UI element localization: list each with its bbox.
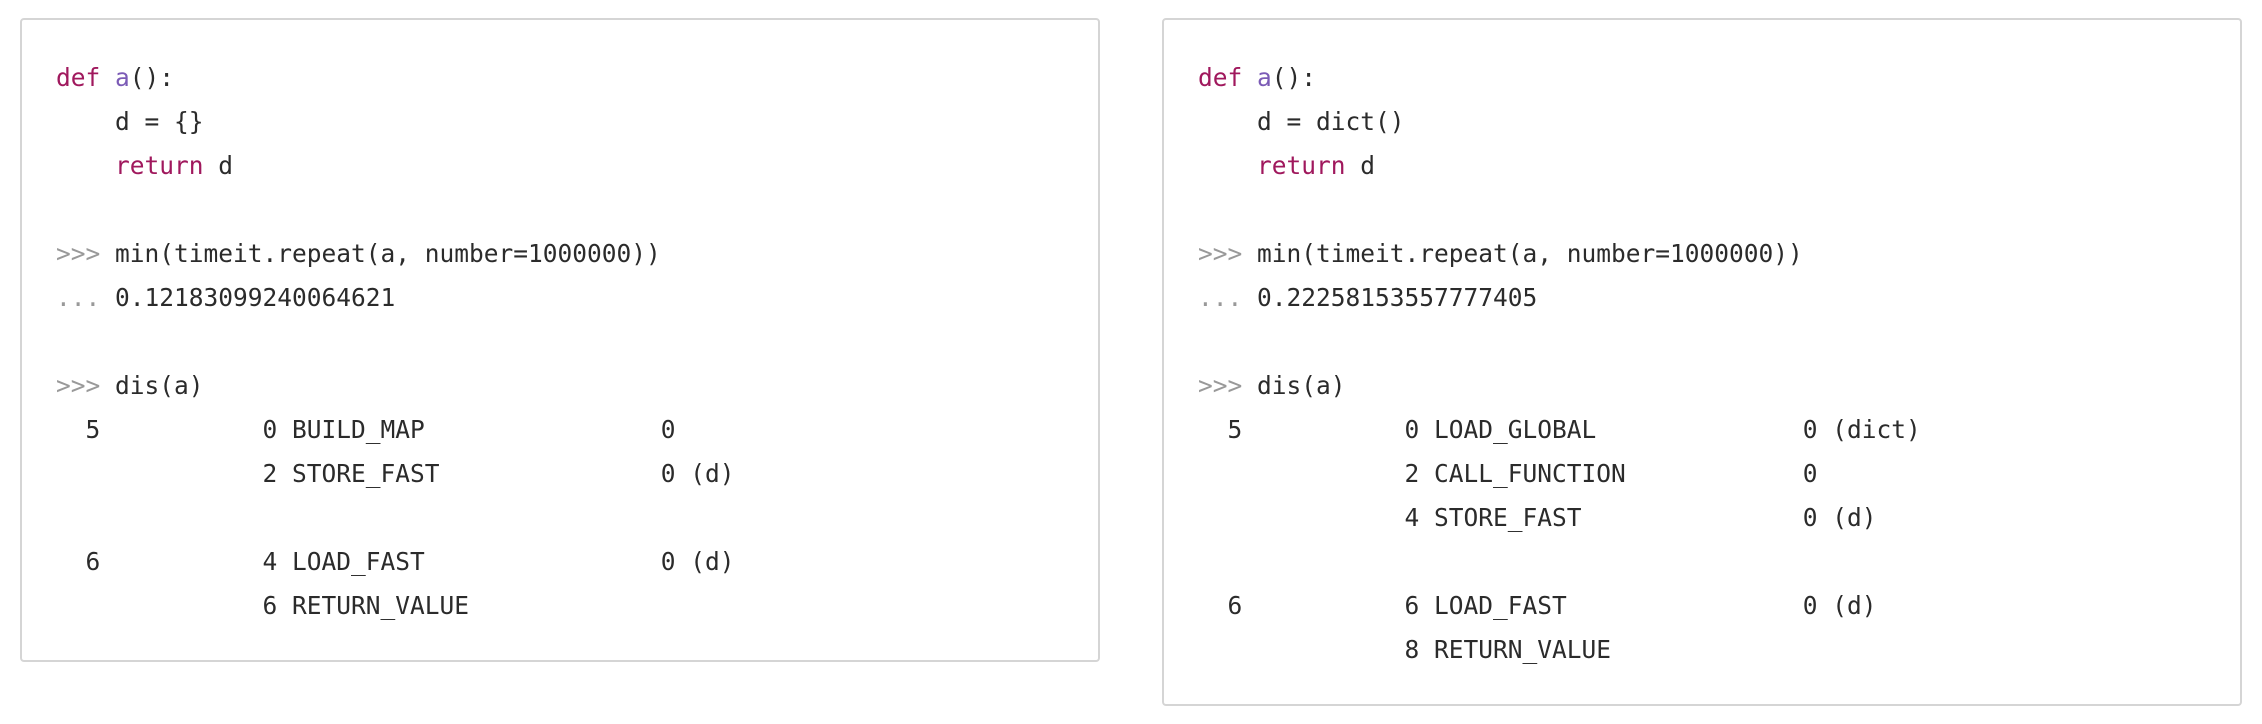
code-text: 4 STORE_FAST 0 (d) [1198, 503, 1877, 532]
keyword: def [56, 63, 101, 92]
code-text: (): [1271, 63, 1317, 92]
function-name: a [1257, 63, 1272, 92]
code-panel-left: def a(): d = {} return d >>> min(timeit.… [20, 18, 1100, 662]
code-text: 6 RETURN_VALUE [56, 591, 470, 620]
code-line: 6 4 LOAD_FAST 0 (d) [56, 540, 735, 584]
code-text: d = dict() [1198, 107, 1405, 136]
code-text: 0.22258153557777405 [1242, 283, 1538, 312]
code-line: >>> dis(a) [56, 364, 735, 408]
code-line: def a(): [56, 56, 735, 100]
code-text: dis(a) [1242, 371, 1346, 400]
code-line: d = {} [56, 100, 735, 144]
code-line: >>> min(timeit.repeat(a, number=1000000)… [56, 232, 735, 276]
repl-prompt: >>> [56, 371, 101, 400]
code-text [1242, 63, 1257, 92]
code-text: dis(a) [100, 371, 204, 400]
repl-prompt: ... [1198, 283, 1243, 312]
code-line [56, 496, 735, 540]
code-line [56, 320, 735, 364]
code-line [56, 188, 735, 232]
keyword: return [115, 151, 204, 180]
code-text: d = {} [56, 107, 204, 136]
code-line: 6 6 LOAD_FAST 0 (d) [1198, 584, 1921, 628]
code-text: 5 0 LOAD_GLOBAL 0 (dict) [1198, 415, 1921, 444]
code-line: 2 CALL_FUNCTION 0 [1198, 452, 1921, 496]
code-line: return d [1198, 144, 1921, 188]
function-name: a [115, 63, 130, 92]
code-block-right: def a(): d = dict() return d >>> min(tim… [1198, 56, 1921, 672]
code-text: min(timeit.repeat(a, number=1000000)) [1242, 239, 1803, 268]
code-panel-right: def a(): d = dict() return d >>> min(tim… [1162, 18, 2242, 706]
code-line: >>> min(timeit.repeat(a, number=1000000)… [1198, 232, 1921, 276]
code-text [1198, 151, 1257, 180]
code-text: 0.12183099240064621 [100, 283, 396, 312]
code-text: 5 0 BUILD_MAP 0 [56, 415, 676, 444]
repl-prompt: >>> [56, 239, 101, 268]
code-text: min(timeit.repeat(a, number=1000000)) [100, 239, 661, 268]
code-text: 2 CALL_FUNCTION 0 [1198, 459, 1818, 488]
code-line: d = dict() [1198, 100, 1921, 144]
code-line: 6 RETURN_VALUE [56, 584, 735, 628]
keyword: return [1257, 151, 1346, 180]
code-text: 2 STORE_FAST 0 (d) [56, 459, 735, 488]
code-line: 2 STORE_FAST 0 (d) [56, 452, 735, 496]
code-line: ... 0.12183099240064621 [56, 276, 735, 320]
code-line [1198, 320, 1921, 364]
code-text: d [203, 151, 234, 180]
code-text [100, 63, 115, 92]
code-line [1198, 188, 1921, 232]
code-line: >>> dis(a) [1198, 364, 1921, 408]
code-line: ... 0.22258153557777405 [1198, 276, 1921, 320]
code-text: 8 RETURN_VALUE [1198, 635, 1612, 664]
code-line: 5 0 BUILD_MAP 0 [56, 408, 735, 452]
repl-prompt: >>> [1198, 371, 1243, 400]
code-text: d [1345, 151, 1376, 180]
repl-prompt: >>> [1198, 239, 1243, 268]
code-line: def a(): [1198, 56, 1921, 100]
code-block-left: def a(): d = {} return d >>> min(timeit.… [56, 56, 735, 628]
code-line: 8 RETURN_VALUE [1198, 628, 1921, 672]
code-text [56, 151, 115, 180]
code-line: 5 0 LOAD_GLOBAL 0 (dict) [1198, 408, 1921, 452]
code-text: (): [129, 63, 175, 92]
code-line [1198, 540, 1921, 584]
code-line: return d [56, 144, 735, 188]
repl-prompt: ... [56, 283, 101, 312]
code-text: 6 4 LOAD_FAST 0 (d) [56, 547, 735, 576]
code-text: 6 6 LOAD_FAST 0 (d) [1198, 591, 1877, 620]
code-line: 4 STORE_FAST 0 (d) [1198, 496, 1921, 540]
keyword: def [1198, 63, 1243, 92]
